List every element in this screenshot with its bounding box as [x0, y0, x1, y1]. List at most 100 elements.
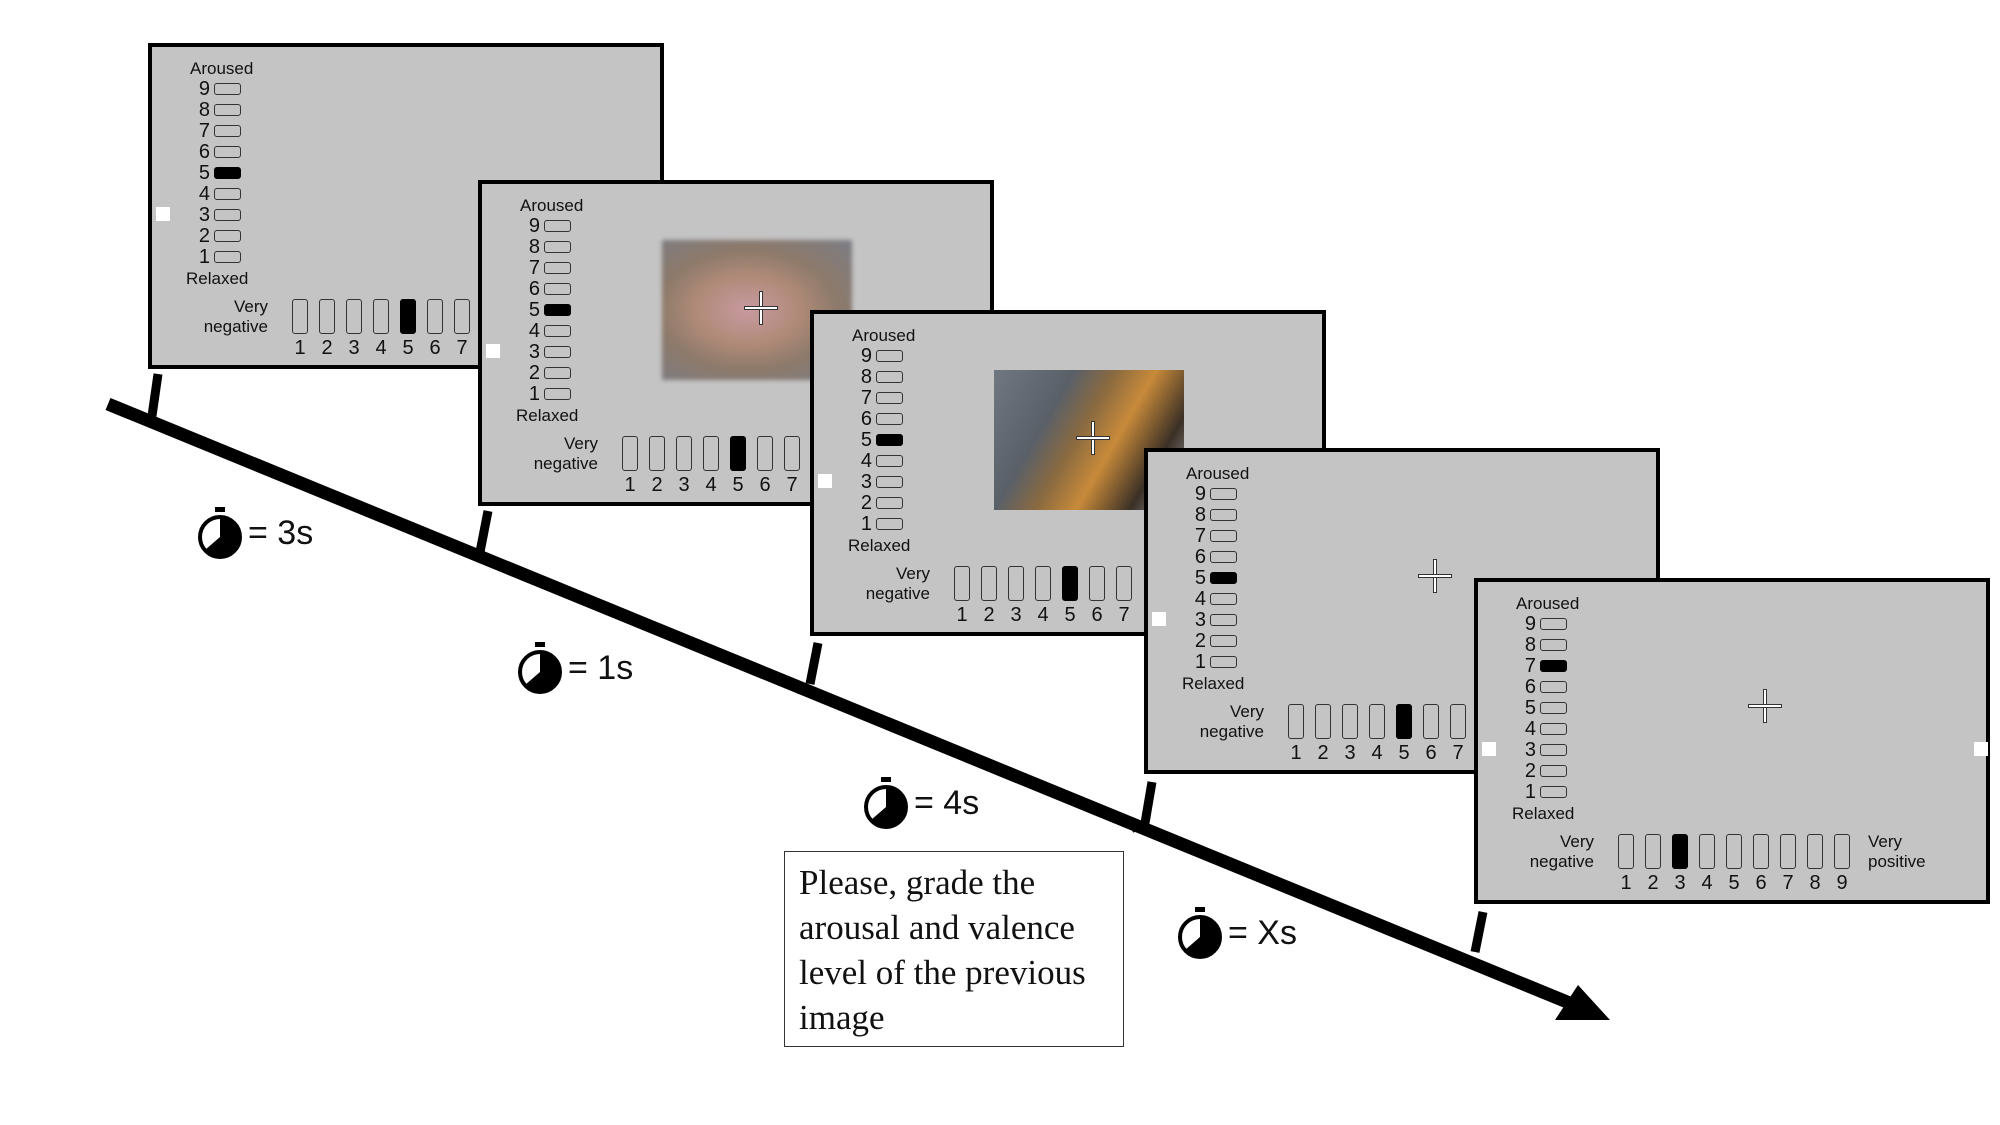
valence-number: 5: [732, 474, 744, 496]
relaxed-label: Relaxed: [1182, 674, 1245, 693]
relaxed-label: Relaxed: [186, 269, 249, 288]
timer-4: = Xs: [1176, 905, 1297, 961]
arousal-row: 5: [852, 430, 912, 451]
photodiode-marker: [818, 474, 832, 488]
valence-number: 1: [1290, 742, 1302, 764]
photodiode-marker: [1152, 612, 1166, 626]
arousal-number: 9: [528, 215, 540, 237]
arousal-number: 1: [860, 513, 872, 535]
arousal-number: 6: [198, 141, 210, 163]
arousal-number: 1: [198, 246, 210, 268]
arousal-box: [1540, 618, 1567, 630]
valence-number: 3: [348, 337, 360, 359]
valence-box: [649, 436, 665, 471]
arousal-row: 5: [520, 300, 580, 321]
very-text: Very: [563, 434, 598, 453]
arousal-row: 3: [190, 205, 250, 226]
arousal-box: [1540, 639, 1567, 651]
valence-box: [1035, 566, 1051, 601]
valence-number: 2: [1647, 872, 1659, 894]
arousal-box: [214, 83, 241, 95]
arousal-row: 8: [1516, 635, 1576, 656]
arousal-number: 3: [198, 204, 210, 226]
very-text: Very: [1868, 832, 1903, 851]
arousal-box: [214, 188, 241, 200]
arousal-number: 8: [860, 366, 872, 388]
relaxed-label: Relaxed: [848, 536, 911, 555]
valence-number: 3: [1674, 872, 1686, 894]
valence-box: [1288, 704, 1304, 739]
valence-number: 5: [402, 337, 414, 359]
arousal-title: Aroused: [852, 326, 916, 345]
valence-box: [1834, 834, 1850, 869]
arousal-number: 1: [1194, 651, 1206, 673]
arousal-title: Aroused: [1516, 594, 1580, 613]
valence-box: [703, 436, 719, 471]
timer-1: = 3s: [196, 505, 313, 561]
arousal-number: 9: [1524, 613, 1536, 635]
valence-box: [1753, 834, 1769, 869]
relaxed-label: Relaxed: [516, 406, 579, 425]
valence-number: 7: [1118, 604, 1130, 626]
arousal-box: [1540, 765, 1567, 777]
arousal-number: 2: [198, 225, 210, 247]
arousal-row: 4: [520, 321, 580, 342]
valence-box: [400, 299, 416, 334]
negative-text: negative: [1529, 852, 1594, 871]
arousal-number: 5: [860, 429, 872, 451]
arousal-row: 7: [190, 121, 250, 142]
arousal-row: 1: [190, 247, 250, 268]
arousal-box: [876, 371, 903, 383]
arousal-row: 1: [520, 384, 580, 405]
timer-2: = 1s: [516, 640, 633, 696]
valence-box: [1807, 834, 1823, 869]
photodiode-marker: [1482, 742, 1496, 756]
arousal-row: 8: [852, 367, 912, 388]
arousal-row: 6: [1516, 677, 1576, 698]
valence-box: [1450, 704, 1466, 739]
valence-box: [1645, 834, 1661, 869]
arousal-row: 5: [1516, 698, 1576, 719]
valence-number: 2: [321, 337, 333, 359]
arousal-number: 3: [528, 341, 540, 363]
valence-box: [1062, 566, 1078, 601]
valence-box: [1423, 704, 1439, 739]
arousal-box: [876, 476, 903, 488]
arousal-row: 3: [520, 342, 580, 363]
arousal-number: 6: [528, 278, 540, 300]
valence-number: 5: [1064, 604, 1076, 626]
negative-text: negative: [203, 317, 268, 336]
very-text: Very: [895, 564, 930, 583]
arousal-number: 4: [528, 320, 540, 342]
valence-number: 6: [759, 474, 771, 496]
valence-box: [319, 299, 335, 334]
valence-number: 1: [956, 604, 968, 626]
arousal-box: [1540, 681, 1567, 693]
arousal-box: [1210, 635, 1237, 647]
valence-box: [427, 299, 443, 334]
arousal-row: 7: [520, 258, 580, 279]
fixation-cross-icon: [744, 291, 778, 325]
very-text: Very: [233, 297, 268, 316]
valence-number: 3: [678, 474, 690, 496]
arousal-row: 4: [190, 184, 250, 205]
arousal-number: 4: [1524, 718, 1536, 740]
arousal-box: [544, 283, 571, 295]
arousal-title: Aroused: [520, 196, 584, 215]
arousal-box: [544, 241, 571, 253]
arousal-box: [1540, 702, 1567, 714]
valence-box: [622, 436, 638, 471]
arousal-box: [1540, 744, 1567, 756]
arousal-number: 2: [1524, 760, 1536, 782]
valence-box: [1726, 834, 1742, 869]
arousal-number: 7: [1524, 655, 1536, 677]
valence-number: 7: [1452, 742, 1464, 764]
arousal-box: [876, 392, 903, 404]
timer-1-label: = 3s: [248, 514, 314, 552]
valence-box: [1672, 834, 1688, 869]
timer-2-label: = 1s: [568, 649, 634, 687]
valence-box: [373, 299, 389, 334]
arousal-row: 6: [520, 279, 580, 300]
